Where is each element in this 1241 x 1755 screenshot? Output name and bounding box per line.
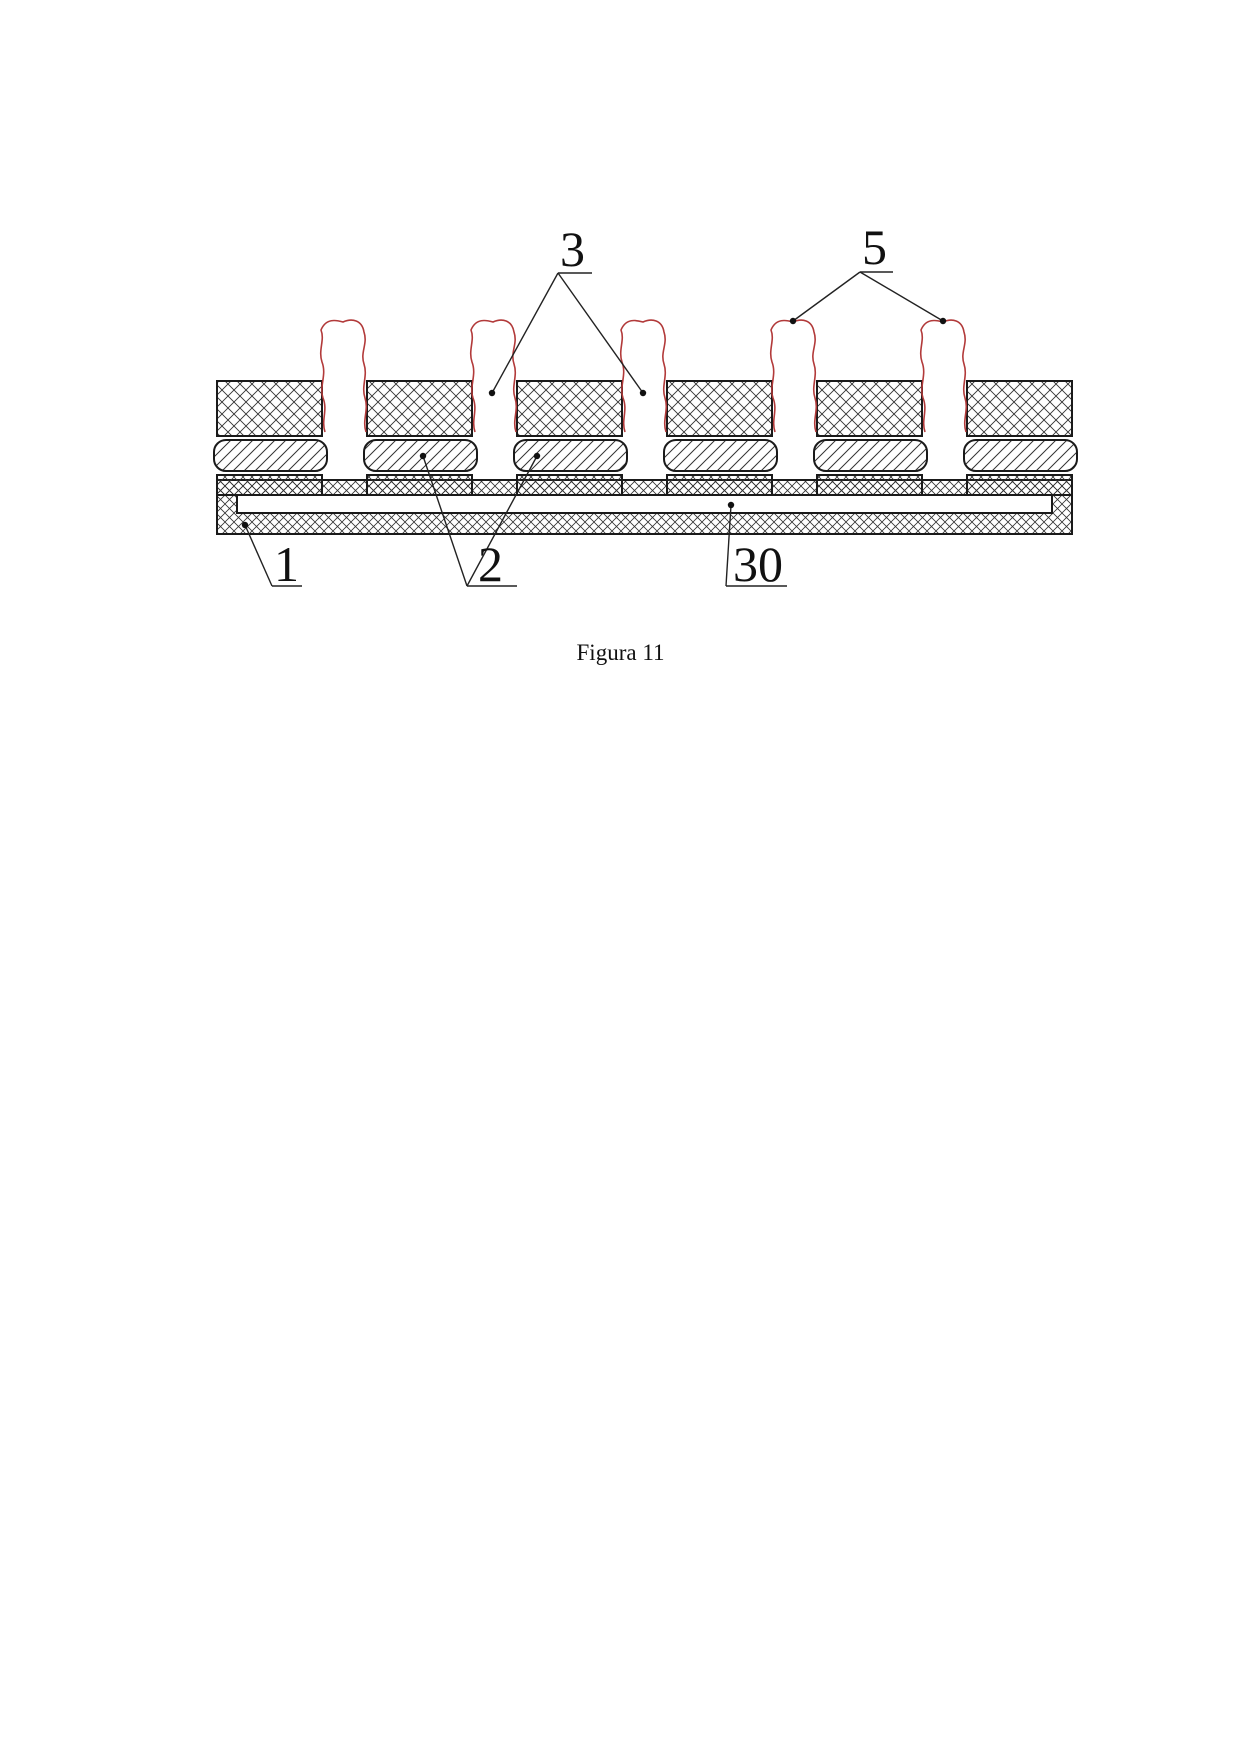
fiber-loop-1: [319, 319, 368, 433]
label-part-1: 1: [274, 536, 299, 592]
module-6: [963, 380, 1078, 496]
fiber-loop-4: [769, 319, 818, 433]
base-plate: [216, 479, 1073, 535]
fiber-loop-2: [469, 319, 518, 433]
label-part-30: 30: [733, 536, 783, 592]
module-2: [363, 380, 478, 496]
figure-caption: Figura 11: [576, 640, 665, 665]
module-3: [513, 380, 628, 496]
label-part-5: 5: [862, 219, 887, 275]
label-part-3: 3: [560, 221, 585, 277]
label-part-2: 2: [478, 536, 503, 592]
module-5: [813, 380, 928, 496]
module-4: [663, 380, 778, 496]
fiber-loop-5: [919, 319, 968, 433]
fiber-loop-3: [619, 319, 668, 433]
leader-lines: [241, 271, 947, 587]
module-1: [213, 380, 328, 496]
